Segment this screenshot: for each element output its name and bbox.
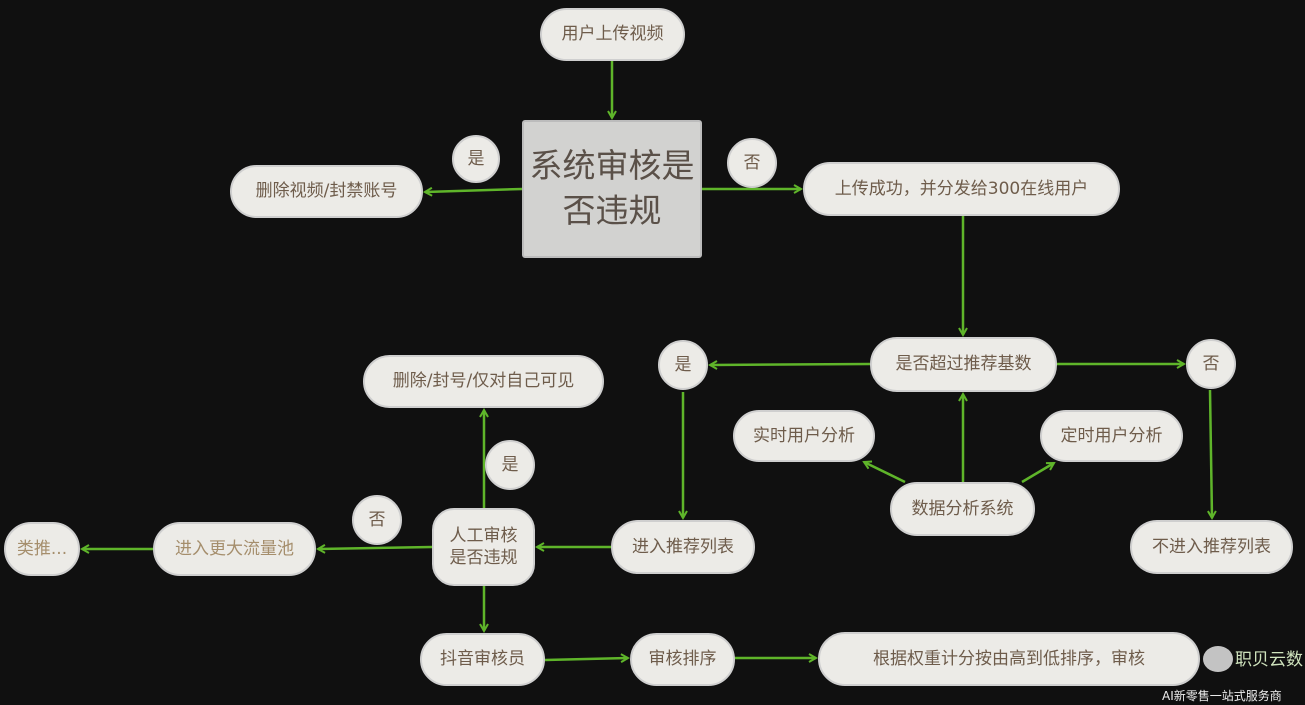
node-exceed-base: 是否超过推荐基数: [870, 337, 1057, 392]
label-no: 否: [1186, 339, 1236, 389]
node-manual-review: 人工审核是否违规: [432, 508, 535, 586]
node-not-enter-list: 不进入推荐列表: [1130, 520, 1293, 574]
node-upload-success: 上传成功，并分发给300在线用户: [803, 162, 1120, 216]
label-yes: 是: [485, 440, 535, 490]
node-weight-sort: 根据权重计分按由高到低排序，审核: [818, 632, 1200, 686]
arrow: [710, 364, 871, 365]
node-delete-ban: 删除视频/封禁账号: [230, 165, 423, 218]
node-realtime-analysis: 实时用户分析: [733, 410, 875, 462]
arrow: [864, 462, 906, 484]
arrow: [1210, 389, 1212, 518]
node-etc: 类推...: [4, 522, 80, 576]
node-enter-list: 进入推荐列表: [611, 520, 755, 574]
node-system-review: 系统审核是否违规: [522, 120, 702, 258]
arrow: [318, 547, 433, 549]
node-scheduled-analysis: 定时用户分析: [1040, 410, 1183, 462]
node-reviewer: 抖音审核员: [420, 633, 545, 686]
node-upload-video: 用户上传视频: [540, 8, 685, 61]
node-bigger-pool: 进入更大流量池: [153, 522, 316, 576]
watermark-subtitle: AI新零售一站式服务商: [1162, 689, 1282, 703]
node-data-system: 数据分析系统: [890, 482, 1035, 536]
label-yes: 是: [658, 340, 708, 390]
label-yes: 是: [452, 135, 500, 183]
arrow: [1021, 461, 1054, 484]
watermark-logo-icon: [1203, 646, 1233, 672]
label-no: 否: [352, 495, 402, 545]
watermark-brand: 职贝云数: [1235, 650, 1303, 670]
arrow: [425, 189, 523, 192]
node-delete-self-visible: 删除/封号/仅对自己可见: [363, 355, 604, 408]
node-review-sort: 审核排序: [630, 633, 735, 686]
arrow: [544, 658, 628, 660]
label-no: 否: [727, 138, 777, 188]
